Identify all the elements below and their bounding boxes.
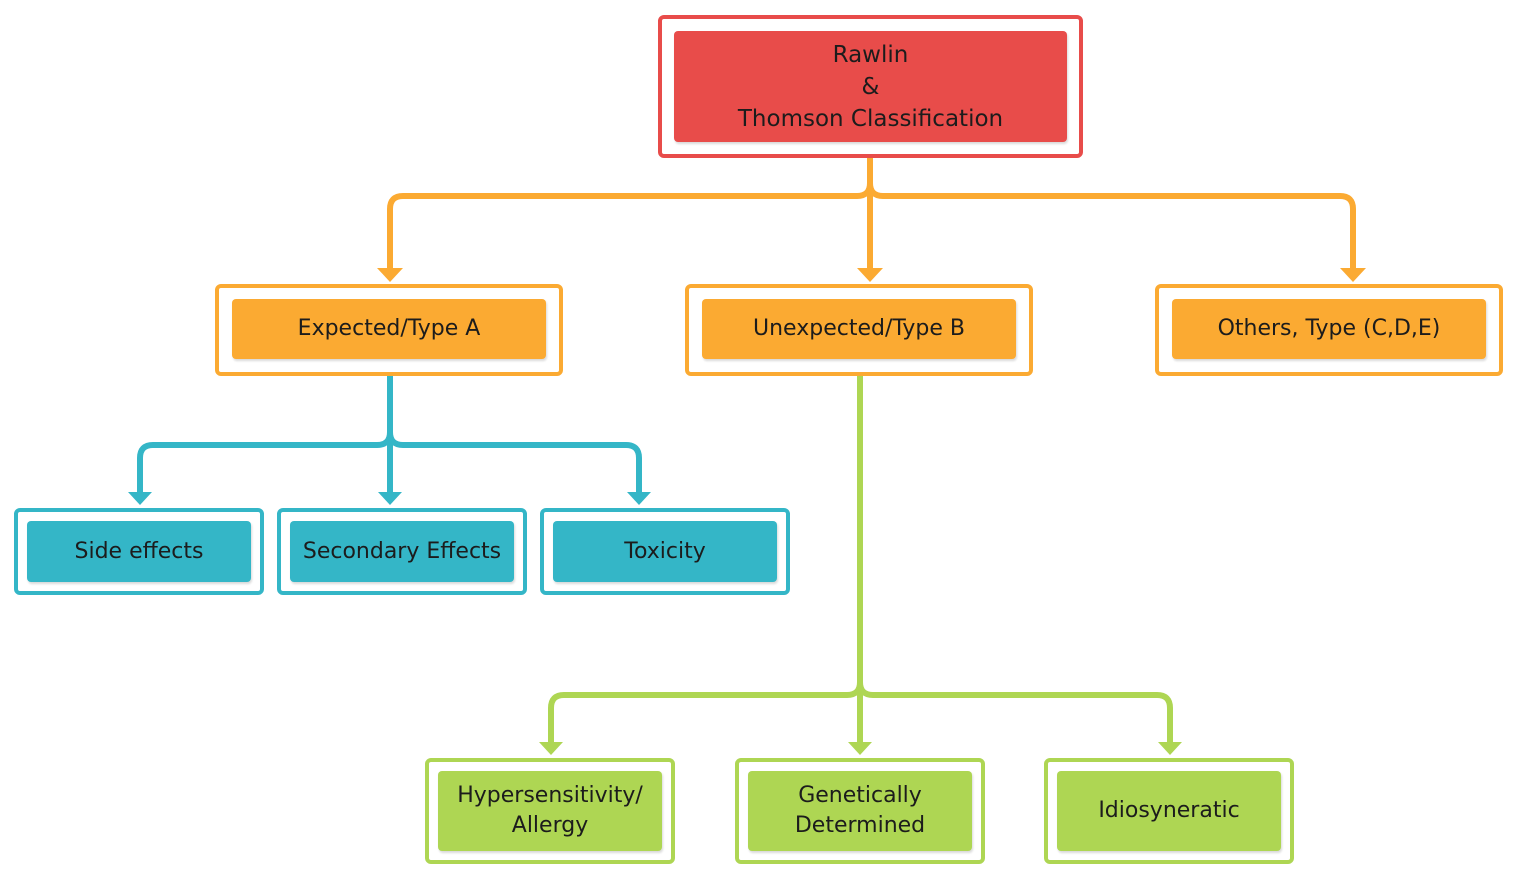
node-hypersensitivity-allergy-label: Hypersensitivity/ Allergy: [438, 771, 662, 851]
arrowhead: [857, 268, 883, 282]
root-label: Rawlin & Thomson Classification: [674, 31, 1067, 142]
connector-type-a-to-toxicity: [387, 376, 642, 492]
type-b-arrowheads: [539, 742, 1182, 755]
node-secondary-effects: Secondary Effects: [277, 508, 527, 595]
connector-type-a-to-side-effects: [137, 376, 393, 492]
node-others-type-cde-label: Others, Type (C,D,E): [1172, 299, 1486, 359]
connector-root-to-type-a: [387, 158, 873, 268]
node-secondary-effects-label: Secondary Effects: [290, 521, 514, 582]
type-b-connectors: [548, 376, 1173, 742]
connector-root-to-others: [867, 158, 1356, 268]
type-a-connectors: [137, 376, 642, 492]
arrowhead: [627, 492, 651, 505]
connector-type-b-to-idiosyneratic: [857, 376, 1173, 742]
root-node: Rawlin & Thomson Classification: [658, 15, 1083, 158]
node-idiosyneratic-label: Idiosyneratic: [1057, 771, 1281, 851]
node-hypersensitivity-allergy: Hypersensitivity/ Allergy: [425, 758, 675, 864]
node-idiosyneratic: Idiosyneratic: [1044, 758, 1294, 864]
node-expected-type-a-label: Expected/Type A: [232, 299, 546, 359]
root-arrowheads: [377, 268, 1366, 282]
arrowhead: [377, 268, 403, 282]
node-unexpected-type-b: Unexpected/Type B: [685, 284, 1033, 376]
node-side-effects: Side effects: [14, 508, 264, 595]
arrowhead: [539, 742, 563, 755]
node-unexpected-type-b-label: Unexpected/Type B: [702, 299, 1016, 359]
node-toxicity-label: Toxicity: [553, 521, 777, 582]
arrowhead: [1340, 268, 1366, 282]
arrowhead: [1158, 742, 1182, 755]
arrowhead: [128, 492, 152, 505]
arrowhead: [378, 492, 402, 505]
root-connectors: [387, 158, 1356, 268]
arrowhead: [848, 742, 872, 755]
type-a-arrowheads: [128, 492, 651, 505]
node-side-effects-label: Side effects: [27, 521, 251, 582]
node-toxicity: Toxicity: [540, 508, 790, 595]
node-expected-type-a: Expected/Type A: [215, 284, 563, 376]
node-others-type-cde: Others, Type (C,D,E): [1155, 284, 1503, 376]
node-genetically-determined-label: Genetically Determined: [748, 771, 972, 851]
node-genetically-determined: Genetically Determined: [735, 758, 985, 864]
